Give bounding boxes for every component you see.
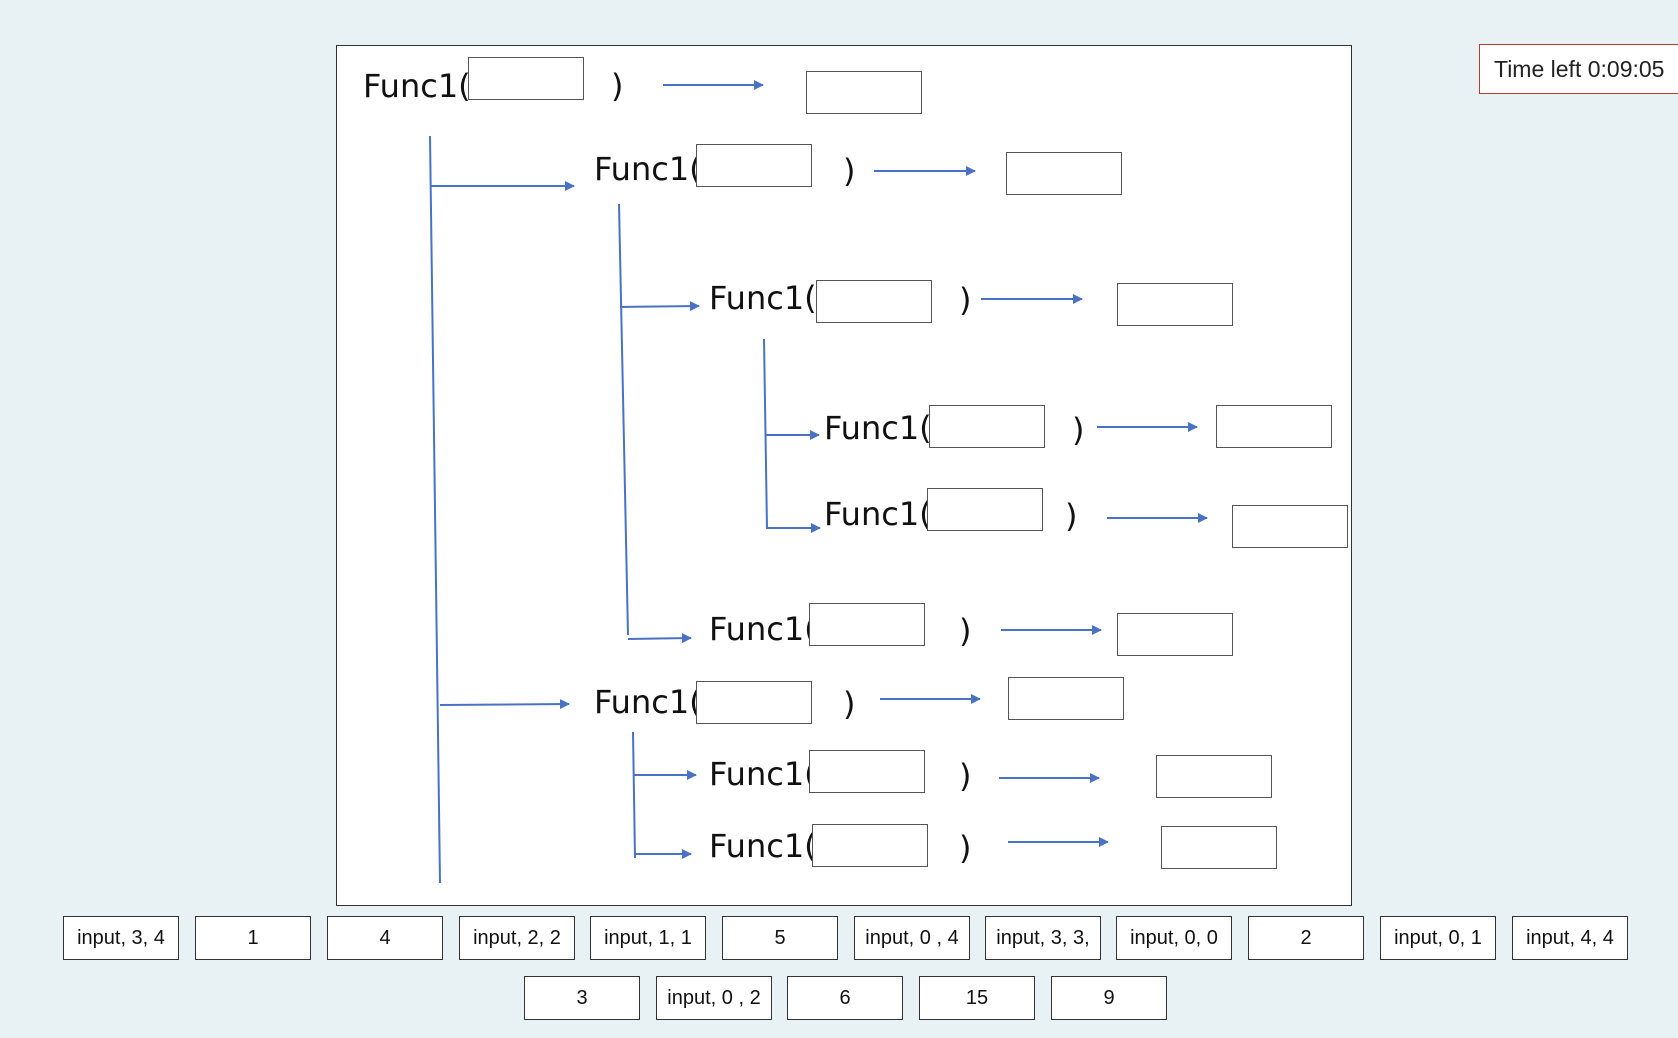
func-call-label: Func1( — [824, 409, 932, 447]
arg-drop-box[interactable] — [809, 603, 925, 646]
tree-trunk-line — [632, 731, 636, 859]
result-drop-box[interactable] — [1232, 505, 1348, 548]
func-call-label: Func1( — [594, 683, 702, 721]
result-drop-box[interactable] — [1008, 677, 1124, 720]
close-paren: ) — [959, 829, 972, 867]
answer-tile[interactable]: input, 4, 4 — [1512, 916, 1628, 960]
func-call-label: Func1( — [594, 150, 702, 188]
result-drop-box[interactable] — [1117, 613, 1233, 656]
tree-trunk-line — [618, 203, 629, 636]
time-left-indicator: Time left 0:09:05 — [1479, 44, 1678, 94]
answer-tile[interactable]: 6 — [787, 976, 903, 1020]
answer-tile[interactable]: input, 0, 0 — [1116, 916, 1232, 960]
answer-tile[interactable]: input, 3, 4 — [63, 916, 179, 960]
branch-arrow — [439, 699, 570, 710]
func-call-label: Func1( — [709, 827, 817, 865]
recursion-tree-diagram: Func1( ) Func1( ) Func1( ) Func1( ) Func… — [336, 45, 1352, 906]
branch-arrow — [619, 301, 700, 312]
arg-drop-box[interactable] — [809, 750, 925, 793]
close-paren: ) — [959, 612, 972, 650]
arg-drop-box[interactable] — [468, 57, 584, 100]
result-drop-box[interactable] — [1216, 405, 1332, 448]
answer-tile[interactable]: 15 — [919, 976, 1035, 1020]
branch-arrow — [627, 633, 692, 644]
func-call-label: Func1( — [363, 67, 471, 105]
close-paren: ) — [1072, 411, 1085, 449]
arg-drop-box[interactable] — [696, 144, 812, 187]
answer-tile[interactable]: 1 — [195, 916, 311, 960]
answer-tile[interactable]: input, 0 , 2 — [656, 976, 772, 1020]
answer-tile[interactable]: 4 — [327, 916, 443, 960]
tree-trunk-line — [429, 135, 441, 884]
arg-drop-box[interactable] — [816, 280, 932, 323]
answer-tile[interactable]: input, 3, 3, — [985, 916, 1101, 960]
answer-tile[interactable]: input, 2, 2 — [459, 916, 575, 960]
answer-tile[interactable]: input, 0, 1 — [1380, 916, 1496, 960]
arg-drop-box[interactable] — [696, 681, 812, 724]
result-drop-box[interactable] — [1156, 755, 1272, 798]
func-call-label: Func1( — [709, 610, 817, 648]
tree-trunk-line — [763, 338, 768, 530]
close-paren: ) — [611, 67, 624, 105]
result-drop-box[interactable] — [1006, 152, 1122, 195]
close-paren: ) — [959, 757, 972, 795]
arg-drop-box[interactable] — [929, 405, 1045, 448]
func-call-label: Func1( — [709, 755, 817, 793]
func-call-label: Func1( — [709, 279, 817, 317]
arg-drop-box[interactable] — [812, 824, 928, 867]
arg-drop-box[interactable] — [927, 488, 1043, 531]
answer-tile[interactable]: 9 — [1051, 976, 1167, 1020]
answer-tile[interactable]: input, 0 , 4 — [854, 916, 970, 960]
answer-tile[interactable]: 5 — [722, 916, 838, 960]
close-paren: ) — [1065, 497, 1078, 535]
answer-tile[interactable]: 3 — [524, 976, 640, 1020]
close-paren: ) — [843, 685, 856, 723]
func-call-label: Func1( — [824, 495, 932, 533]
result-drop-box[interactable] — [1117, 283, 1233, 326]
answer-tile[interactable]: input, 1, 1 — [590, 916, 706, 960]
tree-connectors — [429, 80, 1208, 884]
close-paren: ) — [959, 281, 972, 319]
answer-tile[interactable]: 2 — [1248, 916, 1364, 960]
result-drop-box[interactable] — [806, 71, 922, 114]
result-drop-box[interactable] — [1161, 826, 1277, 869]
close-paren: ) — [843, 152, 856, 190]
